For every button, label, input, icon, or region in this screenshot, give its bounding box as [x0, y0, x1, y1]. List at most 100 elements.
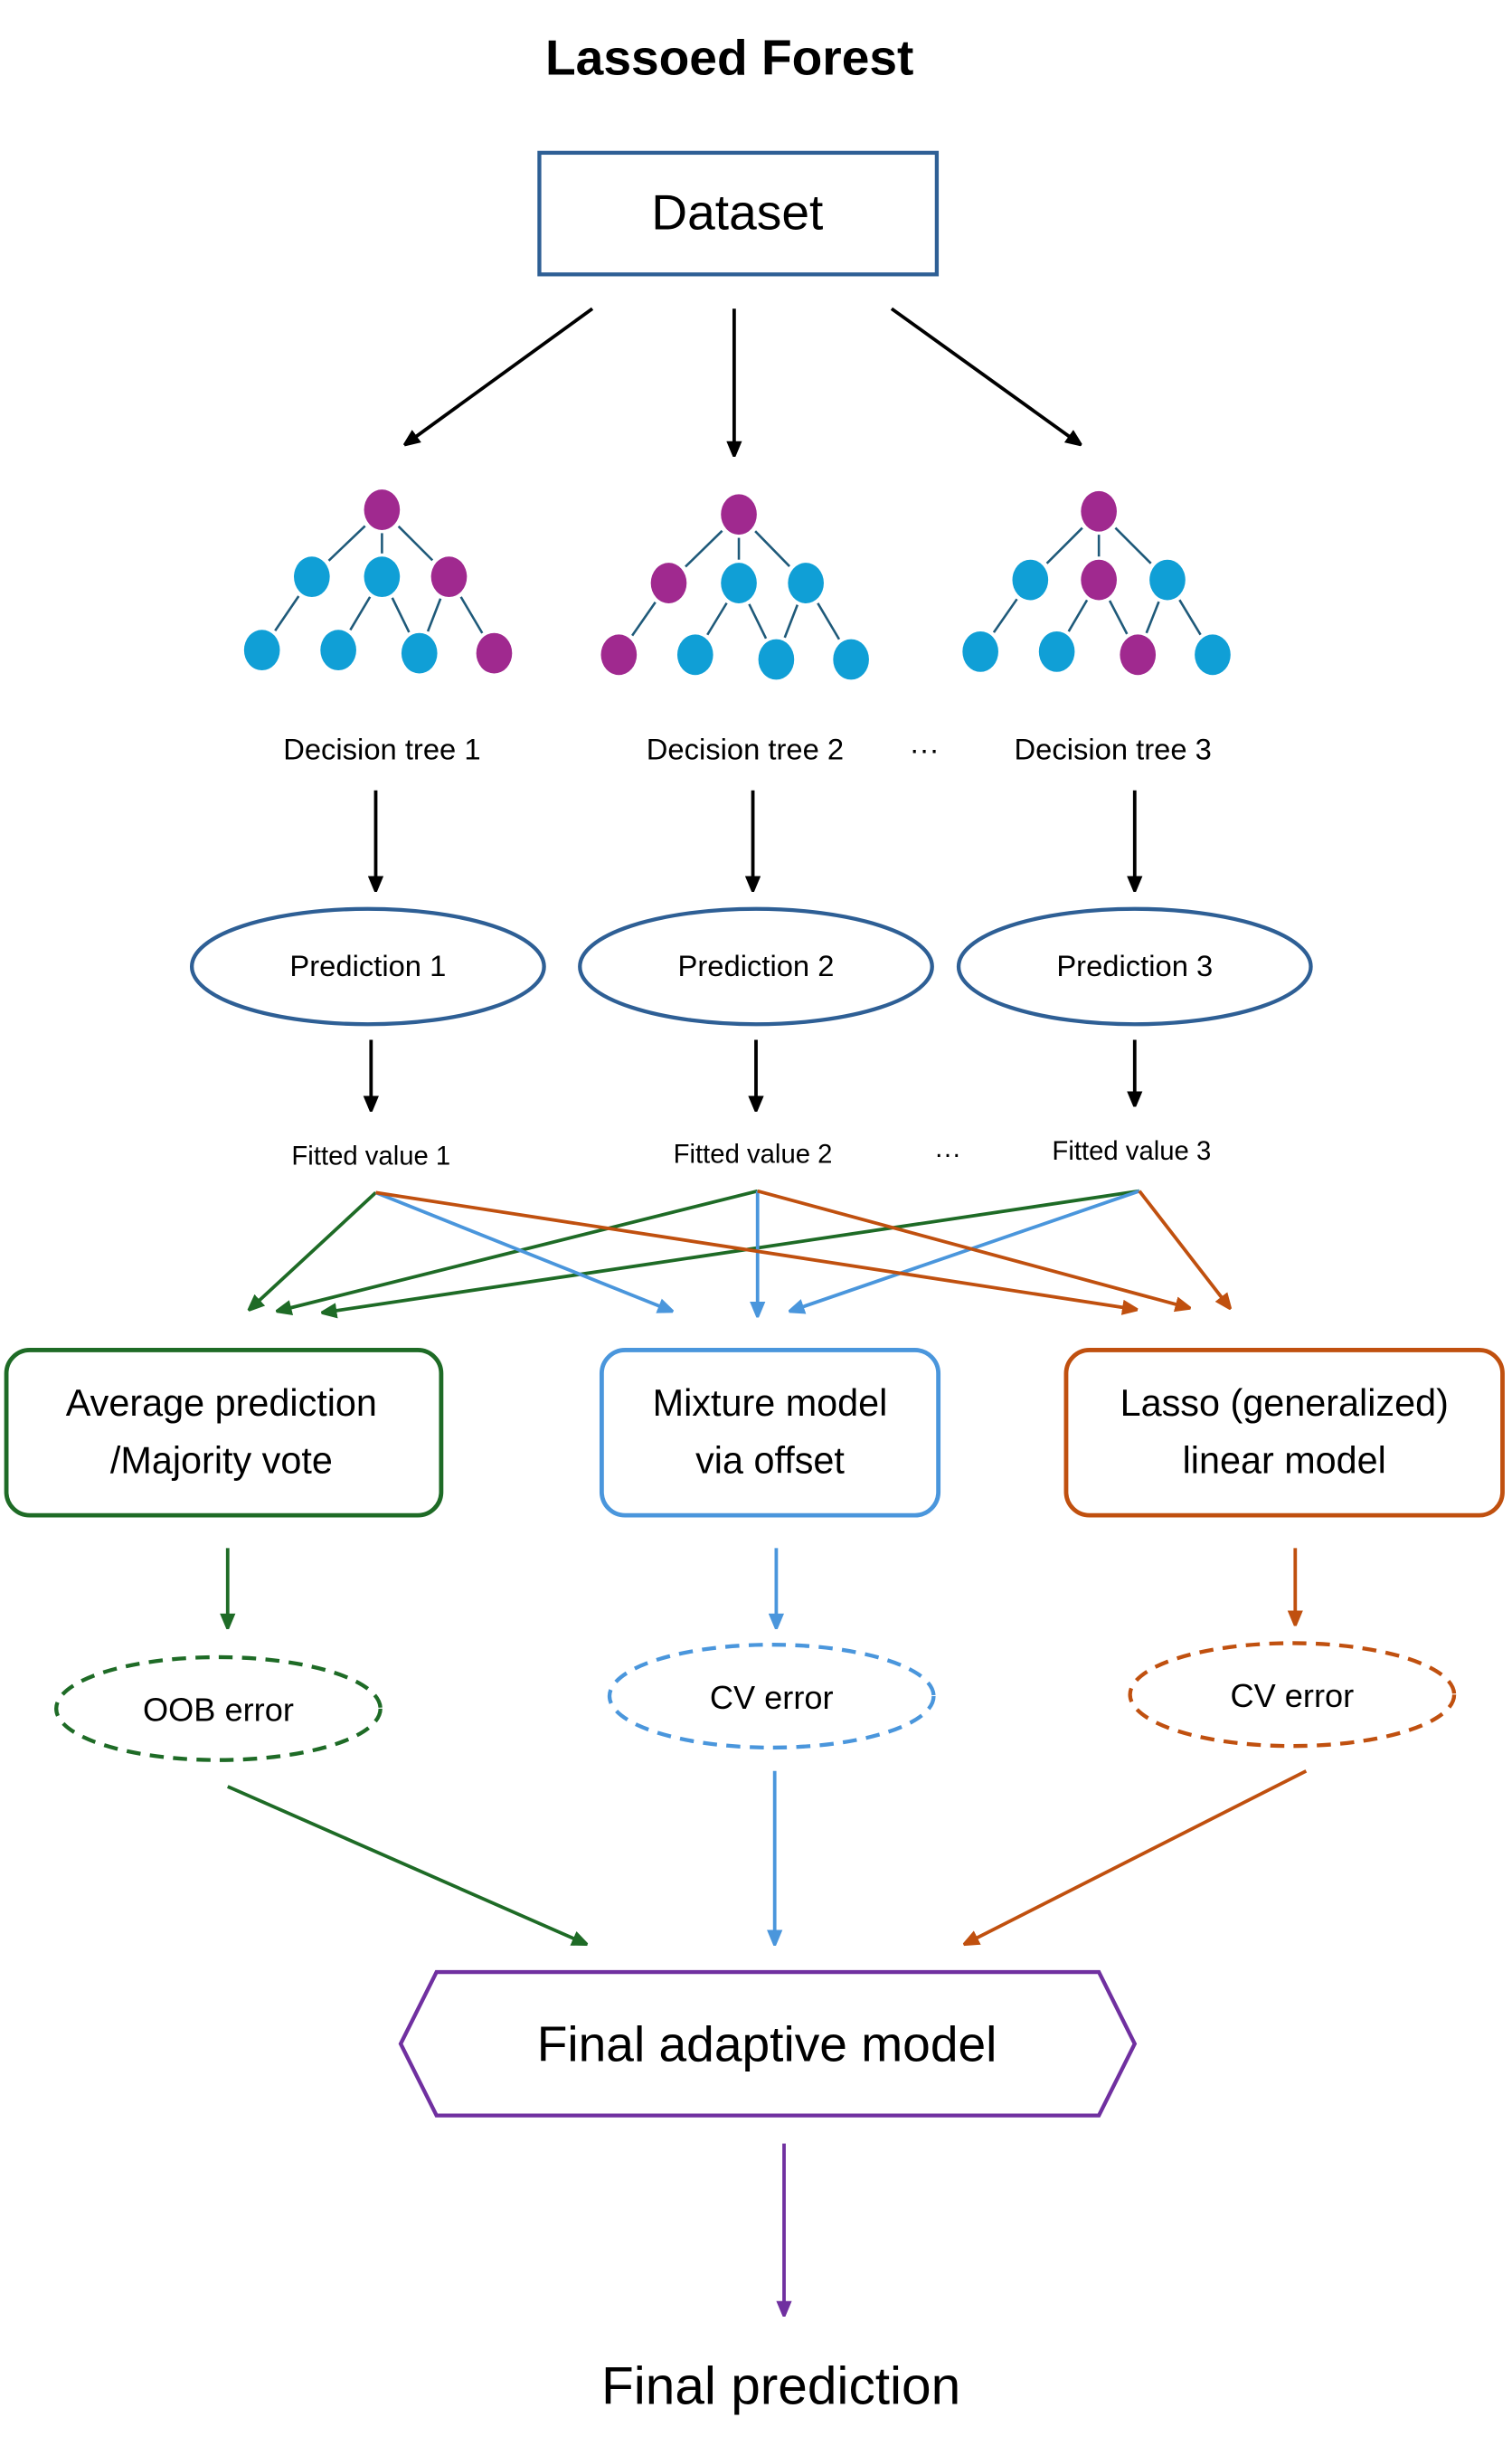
tree-node-blue — [676, 634, 713, 676]
tree-edge — [1114, 526, 1152, 564]
tree-edge — [1045, 526, 1083, 564]
tree-node-blue — [294, 556, 330, 598]
mixture-line-2: via offset — [695, 1440, 845, 1482]
prediction-3-ellipse — [956, 906, 1313, 1027]
tree-node-blue — [1012, 559, 1049, 601]
tree-node-purple — [1081, 490, 1117, 532]
dataset-node: Dataset — [537, 150, 940, 277]
tree-edge — [1067, 599, 1089, 632]
tree-edge — [1178, 599, 1202, 636]
tree-edge — [706, 602, 728, 636]
dataset-label: Dataset — [651, 184, 823, 240]
lasso-line-1: Lasso (generalized) — [1120, 1382, 1449, 1424]
tree-edge — [349, 596, 372, 631]
tree-edge — [327, 525, 366, 562]
prediction-1-label: Prediction 1 — [289, 949, 446, 982]
tree-ellipsis: ··· — [910, 732, 940, 765]
tree-node-purple — [1120, 634, 1157, 676]
tree-edge — [397, 525, 434, 562]
arrow-fitted-3-average — [323, 1189, 1140, 1313]
tree-node-blue — [788, 563, 824, 603]
tree-node-purple — [430, 556, 468, 598]
tree-edge — [748, 603, 768, 640]
tree-edge — [1108, 600, 1129, 635]
fitted-values: Fitted value 1 Fitted value 2 ··· Fitted… — [291, 1136, 1211, 1171]
fitted-value-2: Fitted value 2 — [674, 1140, 833, 1170]
tree-node-blue — [1195, 634, 1231, 676]
mixture-cv-error-ellipse — [607, 1643, 936, 1750]
decision-tree-2 — [600, 494, 869, 680]
mixture-box — [599, 1348, 941, 1518]
tree-edge — [754, 530, 791, 567]
fitted-value-3: Fitted value 3 — [1052, 1136, 1211, 1166]
error-to-final-arrows — [227, 1769, 1308, 1944]
lasso-box — [1063, 1348, 1505, 1518]
arrow-to-tree-1 — [405, 307, 594, 444]
method-boxes: Average prediction /Majority vote Mixtur… — [4, 1348, 1505, 1518]
tree-node-blue — [243, 630, 280, 671]
final-prediction-label: Final prediction — [601, 2356, 960, 2415]
fitted-value-1: Fitted value 1 — [291, 1141, 450, 1171]
decision-trees — [243, 489, 1231, 680]
tree-node-blue — [833, 639, 869, 680]
tree-label-3: Decision tree 3 — [1014, 732, 1211, 765]
tree-edge — [817, 602, 841, 640]
tree-node-blue — [401, 632, 438, 674]
tree-node-blue — [364, 556, 401, 598]
final-model-label: Final adaptive model — [537, 2015, 997, 2072]
lasso-line-2: linear model — [1183, 1440, 1386, 1482]
tree-edge — [426, 598, 442, 632]
error-nodes: OOB error CV error CV error — [54, 1641, 1457, 1762]
tree-label-1: Decision tree 1 — [283, 732, 480, 765]
tree-edge — [274, 595, 300, 632]
tree-edge — [783, 604, 799, 639]
tree-node-blue — [758, 639, 795, 680]
prediction-1-ellipse — [189, 906, 546, 1027]
tree-labels: Decision tree 1 Decision tree 2 ··· Deci… — [283, 732, 1212, 765]
oob-error-label: OOB error — [143, 1692, 294, 1729]
average-box — [4, 1348, 444, 1518]
tree-node-blue — [721, 563, 757, 603]
tree-edge — [459, 596, 484, 634]
average-line-2: /Majority vote — [110, 1440, 333, 1482]
arrow-fitted-3-mixture — [790, 1189, 1140, 1312]
fitted-ellipsis: ··· — [934, 1140, 960, 1170]
tree-node-purple — [476, 632, 513, 674]
prediction-2-ellipse — [578, 906, 934, 1027]
decision-tree-3 — [962, 490, 1231, 676]
tree-node-blue — [320, 630, 356, 671]
arrow-to-tree-3 — [890, 307, 1081, 444]
dataset-arrows — [405, 307, 1081, 455]
arrow-fitted-1-mixture — [374, 1190, 671, 1311]
arrow-lasso-cv-final — [965, 1769, 1308, 1944]
arrow-fitted-1-lasso — [375, 1190, 1136, 1309]
prediction-nodes: Prediction 1 Prediction 2 Prediction 3 — [189, 906, 1313, 1027]
tree-label-2: Decision tree 2 — [647, 732, 844, 765]
oob-error-ellipse — [54, 1654, 383, 1762]
average-line-1: Average prediction — [66, 1382, 377, 1424]
arrow-fitted-1-average — [250, 1191, 377, 1309]
prediction-3-label: Prediction 3 — [1056, 949, 1213, 982]
prediction-to-fitted-arrows — [371, 1039, 1134, 1111]
tree-node-purple — [721, 494, 757, 536]
tree-edge — [391, 597, 411, 633]
method-to-error-arrows — [228, 1548, 1296, 1627]
tree-to-prediction-arrows — [375, 790, 1134, 890]
tree-node-purple — [600, 634, 638, 676]
final-model-node: Final adaptive model — [398, 1969, 1138, 2118]
decision-tree-1 — [243, 489, 513, 674]
tree-node-blue — [1149, 559, 1186, 601]
lasso-cv-error-ellipse — [1128, 1641, 1457, 1749]
arrow-oob-final — [227, 1785, 586, 1944]
tree-edge — [992, 598, 1018, 633]
tree-edge — [1145, 601, 1160, 634]
tree-node-purple — [650, 563, 687, 603]
prediction-2-label: Prediction 2 — [678, 949, 835, 982]
mixture-line-1: Mixture model — [653, 1382, 888, 1424]
tree-node-blue — [962, 630, 998, 672]
tree-node-purple — [364, 489, 401, 530]
tree-edge — [631, 602, 657, 637]
fitted-to-method-arrows — [250, 1189, 1230, 1316]
mixture-cv-error-label: CV error — [710, 1679, 834, 1716]
